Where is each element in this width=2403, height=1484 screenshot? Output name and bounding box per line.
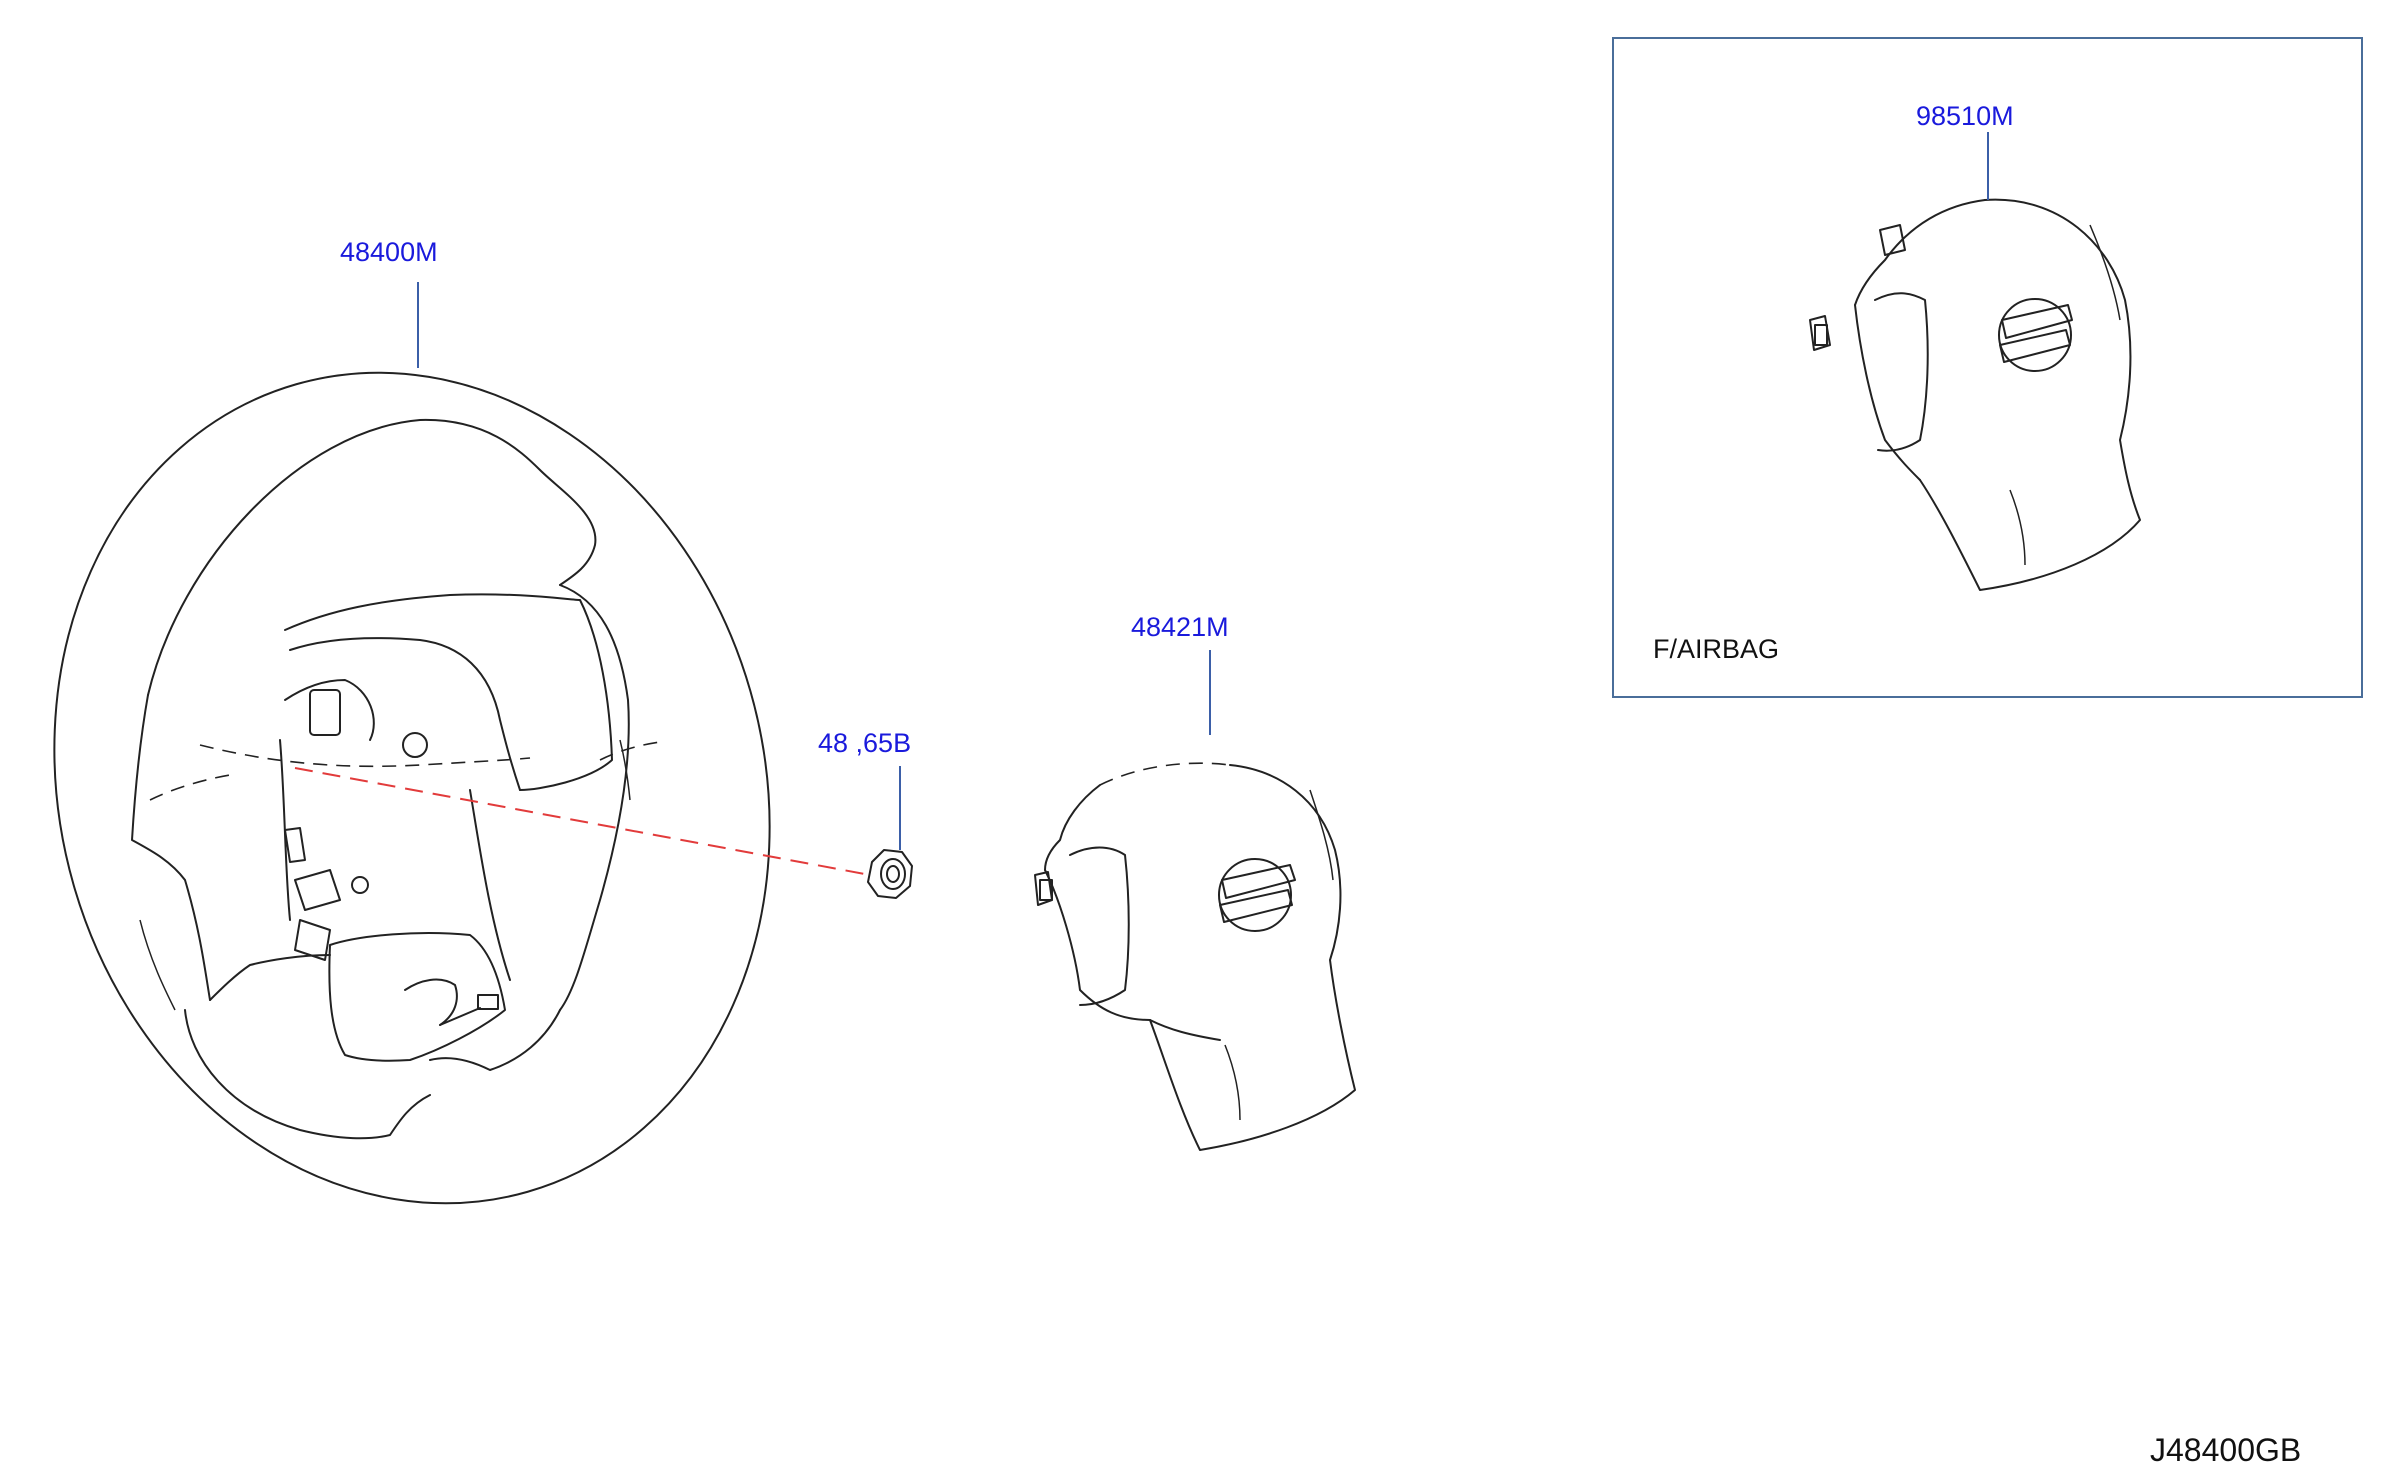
airbag-inset-frame [1612,37,2363,698]
airbag-module-drawing [1809,198,2141,591]
steering-wheel-drawing [53,371,771,1205]
callout-nut[interactable]: 48​ ,65B [818,728,912,758]
assembly-guide-line [294,767,871,876]
diagram-id: J48400GB [2150,1432,2302,1468]
callout-steering-wheel[interactable]: 48400M [340,237,438,267]
nut-drawing [867,849,913,899]
callout-airbag-module[interactable]: 98510M [1916,101,2014,131]
callout-horn-pad[interactable]: 48421M [1131,612,1229,642]
inset-caption: F/AIRBAG [1653,634,1780,664]
horn-pad-drawing [1034,762,1356,1151]
